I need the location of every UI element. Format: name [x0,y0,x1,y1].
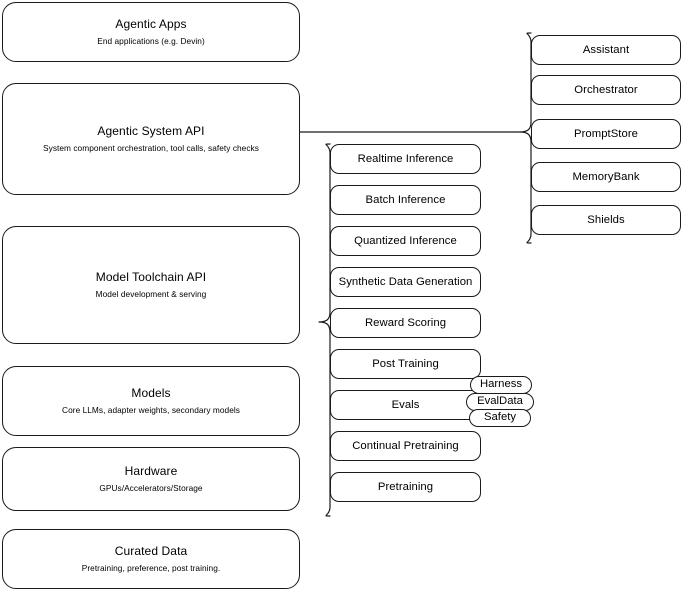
capability-box-synthetic-data-generation[interactable]: Synthetic Data Generation [330,267,481,297]
layer-box-agentic-system-api[interactable]: Agentic System API System component orch… [2,83,300,195]
layer-subtitle: Pretraining, preference, post training. [81,563,221,574]
capability-box-quantized-inference[interactable]: Quantized Inference [330,226,481,256]
capability-label: Realtime Inference [357,152,454,165]
capability-label: Evals [391,398,420,411]
layer-subtitle: System component orchestration, tool cal… [43,143,259,154]
brace-system-components [519,32,532,244]
component-box-promptstore[interactable]: PromptStore [531,119,681,149]
capability-label: Post Training [372,357,439,370]
capability-label: Reward Scoring [364,316,447,329]
layer-title: Models [131,386,171,401]
evals-tag-label: EvalData [477,395,523,408]
evals-tag-harness[interactable]: Harness [470,376,532,394]
component-box-orchestrator[interactable]: Orchestrator [531,75,681,105]
component-box-memorybank[interactable]: MemoryBank [531,162,681,192]
layer-title: Model Toolchain API [95,270,207,285]
evals-tag-label: Harness [479,378,523,391]
capability-label: Quantized Inference [354,234,457,247]
layer-subtitle: GPUs/Accelerators/Storage [99,483,203,494]
capability-box-batch-inference[interactable]: Batch Inference [330,185,481,215]
layer-title: Hardware [124,464,178,479]
component-box-shields[interactable]: Shields [531,205,681,235]
layer-title: Agentic Apps [115,17,187,32]
capability-box-post-training[interactable]: Post Training [330,349,481,379]
layer-subtitle: End applications (e.g. Devin) [97,36,205,47]
component-label: Shields [587,213,625,226]
layer-box-agentic-apps[interactable]: Agentic Apps End applications (e.g. Devi… [2,2,300,62]
component-label: PromptStore [574,127,638,140]
layer-subtitle: Model development & serving [95,289,207,300]
layer-box-curated-data[interactable]: Curated Data Pretraining, preference, po… [2,529,300,589]
capability-box-continual-pretraining[interactable]: Continual Pretraining [330,431,481,461]
capability-label: Synthetic Data Generation [338,275,473,288]
evals-tag-safety[interactable]: Safety [469,409,531,427]
component-label: Assistant [582,43,630,56]
brace-toolchain-capabilities [318,143,331,517]
component-label: MemoryBank [572,170,640,183]
component-box-assistant[interactable]: Assistant [531,35,681,65]
layer-title: Agentic System API [97,124,205,139]
capability-label: Continual Pretraining [352,439,459,452]
layer-box-model-toolchain-api[interactable]: Model Toolchain API Model development & … [2,226,300,344]
layer-title: Curated Data [114,544,188,559]
layer-box-hardware[interactable]: Hardware GPUs/Accelerators/Storage [2,447,300,511]
capability-box-evals[interactable]: Evals [330,390,481,420]
evals-tag-label: Safety [483,411,517,424]
capability-label: Batch Inference [365,193,446,206]
capability-label: Pretraining [377,480,434,493]
capability-box-realtime-inference[interactable]: Realtime Inference [330,144,481,174]
component-label: Orchestrator [574,83,638,96]
capability-box-pretraining[interactable]: Pretraining [330,472,481,502]
capability-box-reward-scoring[interactable]: Reward Scoring [330,308,481,338]
layer-subtitle: Core LLMs, adapter weights, secondary mo… [62,405,240,416]
layer-box-models[interactable]: Models Core LLMs, adapter weights, secon… [2,366,300,436]
